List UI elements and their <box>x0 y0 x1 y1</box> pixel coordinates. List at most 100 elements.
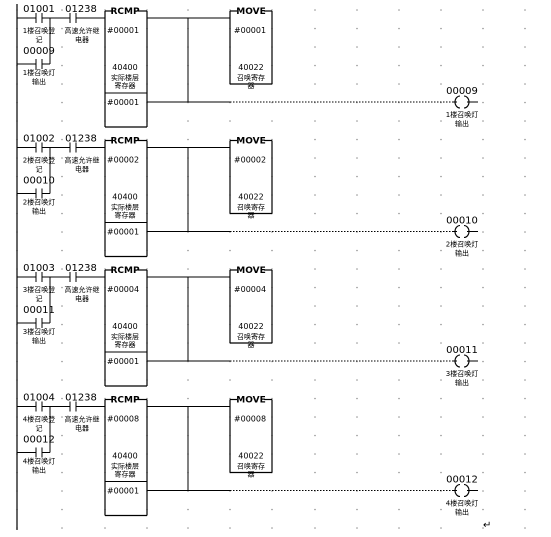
grid-dot <box>271 268 273 270</box>
grid-dot <box>104 9 106 11</box>
move-operand-2-label: 器 <box>248 471 255 479</box>
output-coil-label: 输出 <box>455 249 469 258</box>
grid-dot <box>271 120 273 122</box>
grid-dot <box>524 416 526 418</box>
grid-dot <box>524 212 526 215</box>
move-block-name: MOVE <box>236 396 265 406</box>
grid-dot <box>187 120 189 122</box>
output-coil-address: 00011 <box>446 345 478 356</box>
grid-dot <box>482 416 484 418</box>
grid-dot <box>314 397 316 400</box>
grid-dot <box>524 360 526 363</box>
grid-dot <box>524 101 526 104</box>
rcmp-operand-2-label: 实际楼层 <box>111 332 139 341</box>
grid-dot <box>482 64 484 67</box>
grid-dot <box>524 268 526 270</box>
grid-dot <box>314 120 316 122</box>
grid-dot <box>524 305 526 307</box>
grid-dot <box>104 527 106 529</box>
grid-dot <box>314 212 316 215</box>
grid-dot <box>398 120 400 122</box>
grid-dot <box>440 157 442 159</box>
floor-call-contact-label: 记 <box>36 295 43 303</box>
seal-in-contact-label: 2楼召唤灯 <box>23 198 55 207</box>
grid-dot <box>271 249 273 252</box>
grid-dot <box>61 471 63 474</box>
grid-dot <box>61 490 63 492</box>
grid-dot <box>524 157 526 159</box>
grid-dot <box>440 286 442 289</box>
grid-dot <box>187 9 189 11</box>
grid-dot <box>61 46 63 48</box>
permit-contact-label: 高速允许继 <box>65 415 100 424</box>
grid-dot <box>440 120 442 122</box>
grid-dot <box>482 157 484 159</box>
grid-dot <box>271 9 273 11</box>
grid-dot <box>524 120 526 122</box>
grid-dot <box>229 527 231 529</box>
grid-dot <box>356 286 358 289</box>
grid-dot <box>482 379 484 381</box>
grid-dot <box>314 379 316 381</box>
output-coil-label: 输出 <box>455 119 469 128</box>
grid-dot <box>271 508 273 511</box>
grid-dot <box>356 46 358 48</box>
grid-dot <box>482 323 484 326</box>
floor-call-contact-label: 记 <box>36 166 43 174</box>
grid-dot <box>61 83 63 85</box>
grid-dot <box>482 194 484 196</box>
grid-dot <box>440 27 442 30</box>
grid-dot <box>398 342 400 344</box>
permit-contact-address: 01238 <box>65 263 97 274</box>
output-coil-label: 1楼召唤灯 <box>446 110 478 119</box>
grid-dot <box>356 508 358 511</box>
move-block-name: MOVE <box>236 137 265 147</box>
grid-dot <box>440 471 442 474</box>
grid-dot <box>187 527 189 529</box>
rung-2: 010022楼召唤登记000102楼召唤灯输出01238高速允许继电器RCMP#… <box>17 134 478 258</box>
grid-dot <box>356 212 358 215</box>
grid-dot <box>440 83 442 85</box>
grid-dot <box>524 342 526 344</box>
grid-dot <box>104 138 106 141</box>
grid-dot <box>398 508 400 511</box>
grid-dot <box>398 9 400 11</box>
grid-dot <box>482 434 484 437</box>
grid-dot <box>314 527 316 529</box>
grid-dot <box>398 527 400 529</box>
grid-dot <box>61 101 63 104</box>
grid-dot <box>314 9 316 11</box>
grid-dot <box>61 342 63 344</box>
grid-dot <box>524 175 526 178</box>
permit-contact-label: 电器 <box>75 424 89 433</box>
grid-dot <box>314 27 316 30</box>
grid-dot <box>482 175 484 178</box>
seal-in-contact-label: 1楼召唤灯 <box>23 68 55 77</box>
grid-dot <box>314 508 316 511</box>
grid-dot <box>61 323 63 326</box>
coil-left-arc <box>454 354 461 368</box>
grid-dot <box>61 212 63 215</box>
grid-dot <box>187 138 189 141</box>
grid-dot <box>314 434 316 437</box>
grid-dot <box>61 231 63 233</box>
grid-dot <box>146 268 148 270</box>
grid-dot <box>356 64 358 67</box>
grid-dot <box>187 508 189 511</box>
grid-dot <box>482 83 484 85</box>
grid-dot <box>356 323 358 326</box>
seal-in-contact-label: 输出 <box>32 336 46 345</box>
grid-dot <box>398 323 400 326</box>
grid-dot <box>482 342 484 344</box>
grid-dot <box>314 286 316 289</box>
grid-dot <box>482 527 484 529</box>
output-coil <box>454 224 478 239</box>
grid-dot <box>524 490 526 492</box>
move-operand-2-label: 召唤寄存 <box>237 203 265 212</box>
grid-dot <box>61 27 63 30</box>
output-coil <box>454 95 478 109</box>
grid-dot <box>356 27 358 30</box>
floor-call-contact-address: 01004 <box>23 393 55 404</box>
rcmp-block-name: RCMP <box>110 7 139 17</box>
